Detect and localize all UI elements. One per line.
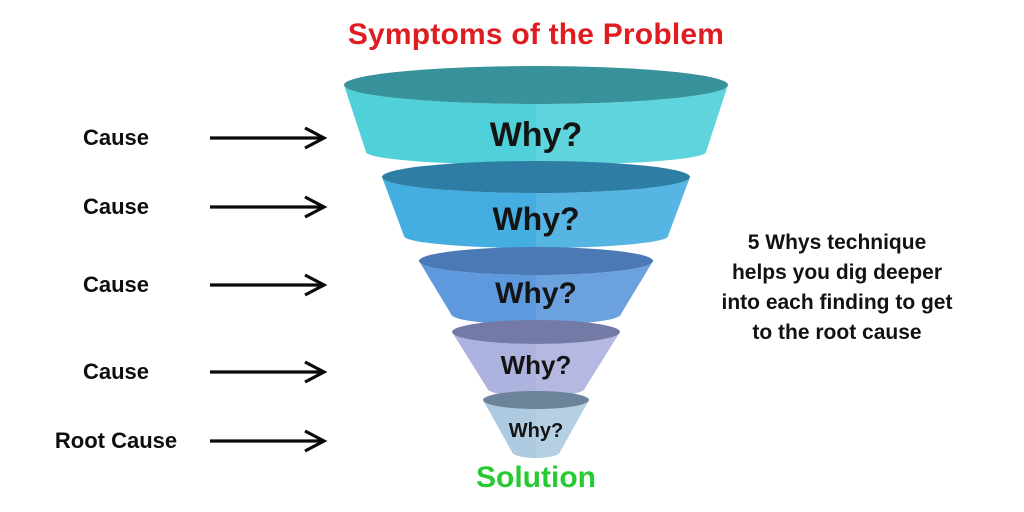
cause-label-4: Cause [82, 359, 150, 384]
funnel-segment-2-shine [382, 177, 690, 248]
arrow-right-icon [210, 429, 328, 453]
cause-label-3: Cause [82, 272, 150, 297]
funnel-segment-3: Why? [419, 247, 653, 325]
side-note-line: to the root cause [752, 321, 922, 344]
why-label-1: Why? [490, 116, 583, 154]
funnel-segment-4: Why? [452, 320, 620, 397]
funnel-segment-3-top [419, 247, 653, 275]
funnel-segment-4-shine [452, 332, 620, 397]
arrow-right-icon [210, 360, 328, 384]
cause-row-4: Cause [30, 357, 350, 387]
why-label-5: Why? [509, 420, 563, 442]
cause-row-3: Cause [30, 270, 350, 300]
cause-row-1: Cause [30, 123, 350, 153]
side-note-line: into each finding to get [721, 291, 953, 314]
funnel-segment-1-shine [344, 85, 728, 165]
funnel-segment-1: Why? [344, 66, 728, 165]
side-note-line: helps you dig deeper [731, 261, 943, 284]
why-label-2: Why? [492, 201, 579, 237]
cause-row-2: Cause [30, 192, 350, 222]
funnel-segment-2-top [382, 161, 690, 193]
why-label-3: Why? [495, 277, 577, 310]
root-cause-row: Root Cause [30, 426, 350, 456]
page-title: Symptoms of the Problem [347, 18, 725, 51]
why-label-4: Why? [501, 350, 572, 380]
funnel-segment-5-shine [483, 400, 589, 458]
funnel-segment-1-top [344, 66, 728, 104]
funnel-segment-3-shine [419, 261, 653, 325]
funnel-segment-4-top [452, 320, 620, 344]
side-note: 5 Whys technique helps you dig deeper in… [692, 228, 982, 348]
side-note-line: 5 Whys technique [747, 231, 927, 254]
root-cause-label: Root Cause [54, 428, 178, 453]
cause-label-1: Cause [82, 125, 150, 150]
cause-label-2: Cause [82, 194, 150, 219]
arrow-right-icon [210, 126, 328, 150]
funnel-segment-2: Why? [382, 161, 690, 248]
funnel-segment-5-top [483, 391, 589, 409]
arrow-right-icon [210, 273, 328, 297]
arrow-right-icon [210, 195, 328, 219]
solution-label: Solution [476, 461, 596, 494]
funnel-segment-5: Why? [483, 391, 589, 458]
